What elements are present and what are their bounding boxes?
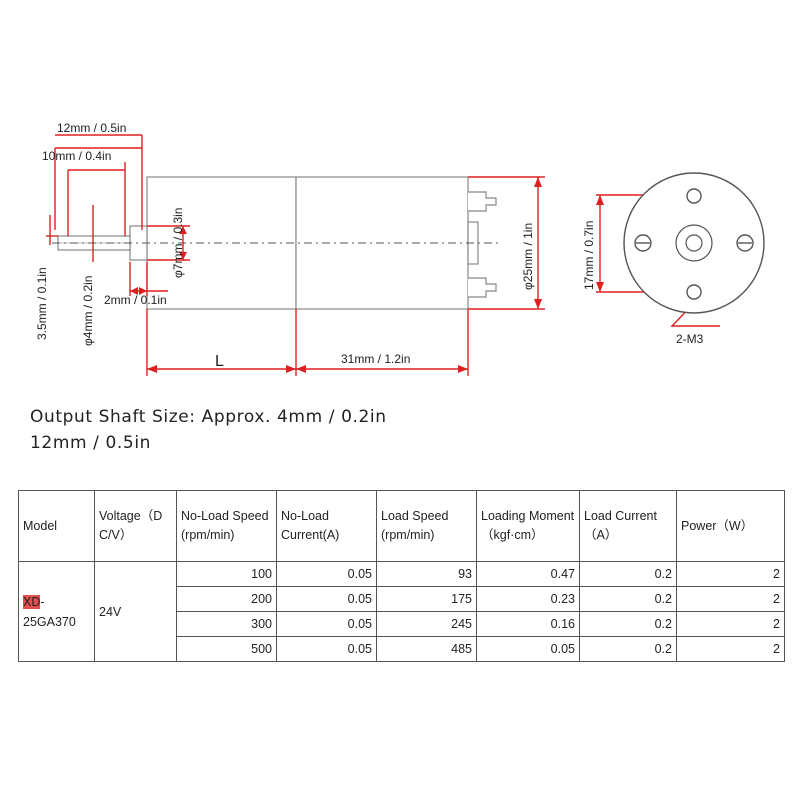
header-cell: Model	[18, 490, 95, 562]
dim-flat-depth: 3.5mm / 0.1in	[35, 267, 49, 340]
table-header-row: Model Voltage（D C/V） No-Load Speed (rpm/…	[18, 490, 785, 562]
table-cell: 500	[176, 636, 277, 662]
dim-motor-len: 31mm / 1.2in	[341, 352, 410, 366]
table-cell: 2	[676, 636, 785, 662]
header-cell: Power（W）	[676, 490, 785, 562]
table-row: 200 0.05 175 0.23 0.2 2	[19, 586, 785, 612]
model-suffix: -25GA370	[23, 594, 76, 629]
table-cell: 0.16	[476, 611, 580, 637]
dim-screw: 2-M3	[676, 332, 704, 346]
terminal-bottom	[468, 277, 497, 298]
header-cell: Loading Moment（kgf·cm）	[476, 490, 580, 562]
motor-dimension-drawing: 12mm / 0.5in 10mm / 0.4in φ7mm / 0.3in 2…	[35, 121, 765, 376]
table-cell: 0.2	[579, 636, 677, 662]
table-row: XD-25GA370 24V 100 0.05 93 0.47 0.2 2	[18, 561, 785, 662]
dimension-labels: 12mm / 0.5in 10mm / 0.4in φ7mm / 0.3in 2…	[35, 121, 704, 370]
dim-boss-len: 2mm / 0.1in	[104, 293, 167, 307]
end-view-shaft	[685, 234, 703, 252]
table-cell: 0.05	[276, 586, 377, 612]
dim-hole-spacing: 17mm / 0.7in	[582, 221, 596, 290]
header-cell: No-Load Current(A)	[276, 490, 377, 562]
table-cell: 2	[676, 586, 785, 612]
table-cell: 0.05	[276, 561, 377, 587]
table-cell: 0.23	[476, 586, 580, 612]
table-cell: 93	[376, 561, 477, 587]
header-cell: Load Speed (rpm/min)	[376, 490, 477, 562]
table-cell: 2	[676, 611, 785, 637]
mount-hole-bottom	[686, 284, 702, 300]
model-prefix-highlight: XD	[23, 594, 41, 609]
table-cell: 0.2	[579, 611, 677, 637]
header-cell: Voltage（D C/V）	[94, 490, 177, 562]
table-cell: 0.05	[276, 636, 377, 662]
table-cell: 175	[376, 586, 477, 612]
dim-body-dia: φ25mm / 1in	[521, 223, 535, 290]
header-cell: No-Load Speed (rpm/min)	[176, 490, 277, 562]
output-shaft-length: 12mm / 0.5in	[30, 433, 152, 453]
table-row: 300 0.05 245 0.16 0.2 2	[19, 611, 785, 637]
mount-hole-top	[686, 188, 702, 204]
table-cell: 0.2	[579, 586, 677, 612]
voltage-cell: 24V	[94, 561, 177, 662]
table-cell: 0.05	[276, 611, 377, 637]
terminal-top	[468, 191, 497, 212]
dim-gearbox-len: L	[215, 353, 224, 370]
dim-boss-dia: φ7mm / 0.3in	[171, 208, 185, 278]
output-shaft-size: Output Shaft Size: Approx. 4mm / 0.2in	[30, 407, 387, 427]
header-cell: Load Current（A）	[579, 490, 677, 562]
model-cell: XD-25GA370	[18, 561, 95, 662]
spec-table: Model Voltage（D C/V） No-Load Speed (rpm/…	[18, 490, 785, 662]
table-cell: 0.05	[476, 636, 580, 662]
table-cell: 0.2	[579, 561, 677, 587]
dimension-arrows	[130, 177, 604, 373]
table-cell: 2	[676, 561, 785, 587]
side-view	[52, 176, 500, 310]
table-cell: 0.47	[476, 561, 580, 587]
table-cell: 200	[176, 586, 277, 612]
dim-shaft-dia: φ4mm / 0.2in	[81, 276, 95, 346]
dim-total-shaft: 12mm / 0.5in	[57, 121, 126, 135]
table-cell: 300	[176, 611, 277, 637]
dim-shaft-flat: 10mm / 0.4in	[42, 149, 111, 163]
table-cell: 100	[176, 561, 277, 587]
table-cell: 245	[376, 611, 477, 637]
end-view	[623, 172, 765, 314]
table-row: 500 0.05 485 0.05 0.2 2	[19, 636, 785, 662]
table-cell: 485	[376, 636, 477, 662]
